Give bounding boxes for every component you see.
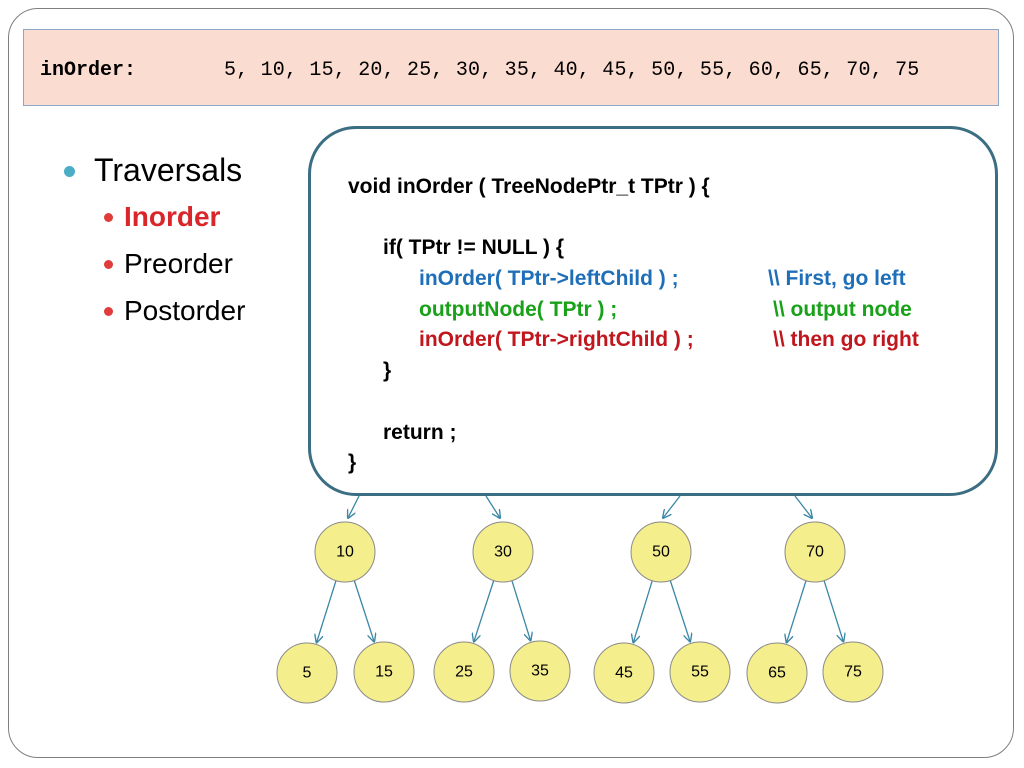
- tree-node-30-label: 30: [494, 544, 512, 561]
- code-return: return ;: [383, 421, 457, 444]
- tree-edge-into-parent-2: [663, 495, 681, 518]
- bullet-dot-icon: [104, 260, 113, 269]
- bullet-postorder-label: Postorder: [124, 295, 246, 326]
- tree-edge-10-5: [317, 578, 338, 643]
- bullet-dot-icon: [104, 213, 113, 222]
- inorder-result-banner: inOrder: 5, 10, 15, 20, 25, 30, 35, 40, …: [23, 29, 999, 106]
- tree-node-10-circle: [314, 521, 376, 583]
- code-box: void inOrder ( TreeNodePtr_t TPtr ) { if…: [308, 126, 998, 496]
- bullet-dot-icon: [64, 166, 75, 177]
- tree-node-15-label: 15: [375, 664, 393, 681]
- tree-node-25: 25: [433, 641, 495, 703]
- tree-node-10: 10: [314, 521, 376, 583]
- inorder-label: inOrder:: [40, 59, 137, 82]
- tree-node-15-circle: [353, 641, 415, 703]
- tree-node-45-label: 45: [615, 665, 633, 682]
- tree-edge-10-15: [353, 578, 374, 642]
- code-output-comment: \\ output node: [773, 298, 912, 321]
- tree-node-45-circle: [593, 642, 655, 704]
- tree-edge-50-45: [633, 578, 654, 643]
- tree-node-30-circle: [472, 521, 534, 583]
- tree-node-65-label: 65: [768, 665, 786, 682]
- tree-node-35-label: 35: [531, 663, 549, 680]
- bullet-dot-icon: [104, 307, 113, 316]
- tree-node-10-label: 10: [336, 544, 354, 561]
- tree-node-15: 15: [353, 641, 415, 703]
- tree-edge-into-parent-3: [794, 495, 812, 518]
- code-output-call: outputNode( TPtr ) ;: [419, 298, 618, 321]
- bullet-traversals-label: Traversals: [94, 152, 243, 188]
- tree-node-25-label: 25: [455, 664, 473, 681]
- code-signature: void inOrder ( TreeNodePtr_t TPtr ) {: [348, 175, 710, 198]
- tree-node-5-label: 5: [303, 665, 312, 682]
- tree-node-30: 30: [472, 521, 534, 583]
- tree-node-35-circle: [509, 640, 571, 702]
- tree-node-55-circle: [669, 641, 731, 703]
- tree-edge-30-35: [510, 578, 530, 641]
- bullet-preorder-label: Preorder: [124, 248, 233, 279]
- tree-node-55: 55: [669, 641, 731, 703]
- tree-edge-into-parent-0: [348, 495, 360, 518]
- tree-node-70-label: 70: [806, 544, 824, 561]
- tree-edge-50-55: [669, 578, 690, 642]
- code-if-line: if( TPtr != NULL ) {: [383, 236, 565, 259]
- tree-node-5-circle: [276, 642, 338, 704]
- tree-edges: [317, 495, 844, 643]
- tree-node-45: 45: [593, 642, 655, 704]
- tree-edge-70-65: [787, 578, 808, 643]
- code-close-fn: }: [348, 451, 357, 474]
- tree-node-70: 70: [784, 521, 846, 583]
- tree-node-75: 75: [822, 641, 884, 703]
- code-right-comment: \\ then go right: [773, 328, 919, 351]
- tree-node-50: 50: [630, 521, 692, 583]
- tree-node-55-label: 55: [691, 664, 709, 681]
- tree-node-5: 5: [276, 642, 338, 704]
- inorder-values: 5, 10, 15, 20, 25, 30, 35, 40, 45, 50, 5…: [224, 59, 920, 82]
- tree-edge-30-25: [474, 578, 495, 642]
- tree-node-35: 35: [509, 640, 571, 702]
- code-left-call: inOrder( TPtr->leftChild ) ;: [419, 267, 679, 290]
- tree-edge-70-75: [822, 578, 843, 642]
- tree-node-25-circle: [433, 641, 495, 703]
- code-right-call: inOrder( TPtr->rightChild ) ;: [419, 328, 694, 351]
- tree-node-75-label: 75: [844, 664, 862, 681]
- tree-node-65-circle: [746, 642, 808, 704]
- code-left-comment: \\ First, go left: [768, 267, 906, 290]
- tree-node-75-circle: [822, 641, 884, 703]
- tree-nodes: 10 5 15 30 25 35 50 45 55 70 65 75: [276, 521, 884, 704]
- bullet-inorder-label: Inorder: [124, 201, 221, 232]
- tree-node-70-circle: [784, 521, 846, 583]
- tree-node-50-label: 50: [652, 544, 670, 561]
- code-close-if: }: [383, 359, 392, 382]
- tree-node-65: 65: [746, 642, 808, 704]
- tree-node-50-circle: [630, 521, 692, 583]
- tree-edge-into-parent-1: [485, 495, 500, 518]
